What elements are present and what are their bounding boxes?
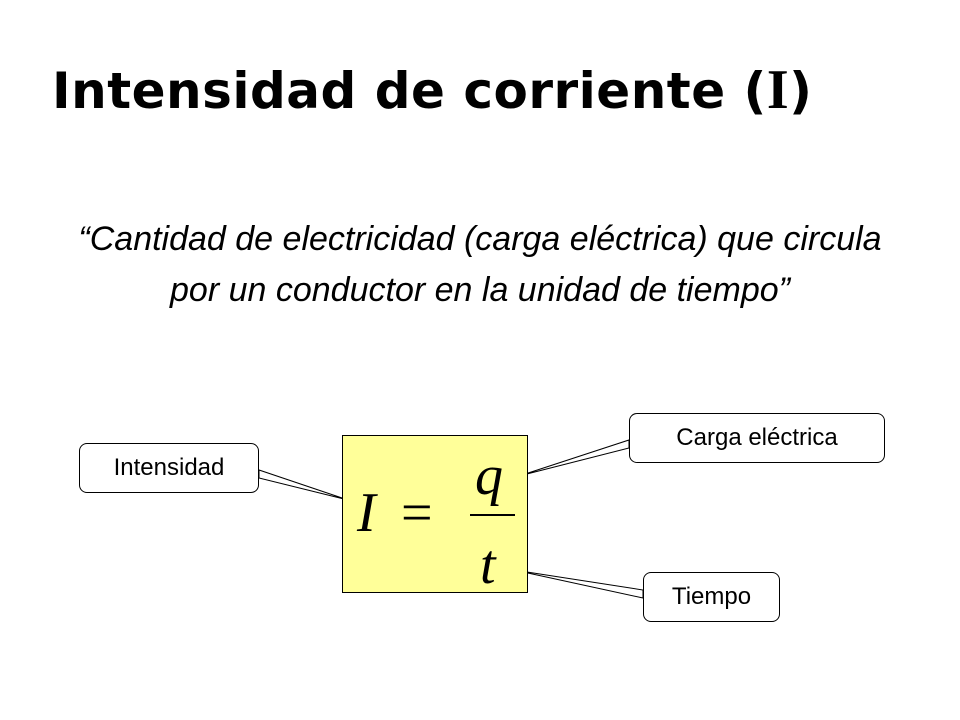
callout-tiempo: Tiempo: [643, 572, 780, 622]
formula-equals: =: [401, 482, 433, 544]
connector-tiempo: [513, 569, 644, 599]
formula-numerator: q: [475, 445, 503, 507]
title-close: ): [789, 62, 813, 120]
connector-intensidad: [258, 469, 349, 501]
definition-text: “Cantidad de electricidad (carga eléctri…: [78, 220, 882, 309]
callout-intensidad: Intensidad: [79, 443, 259, 493]
formula: I = q t: [356, 445, 515, 594]
formula-lhs: I: [356, 482, 378, 544]
callout-carga-electrica: Carga eléctrica: [629, 413, 885, 463]
formula-box: I = q t: [342, 435, 528, 594]
formula-denominator: t: [480, 534, 497, 594]
connector-carga: [518, 439, 630, 477]
title-symbol: I: [766, 59, 790, 121]
slide-title: Intensidad de corriente (I): [52, 58, 932, 123]
title-text: Intensidad de corriente (: [52, 62, 767, 120]
